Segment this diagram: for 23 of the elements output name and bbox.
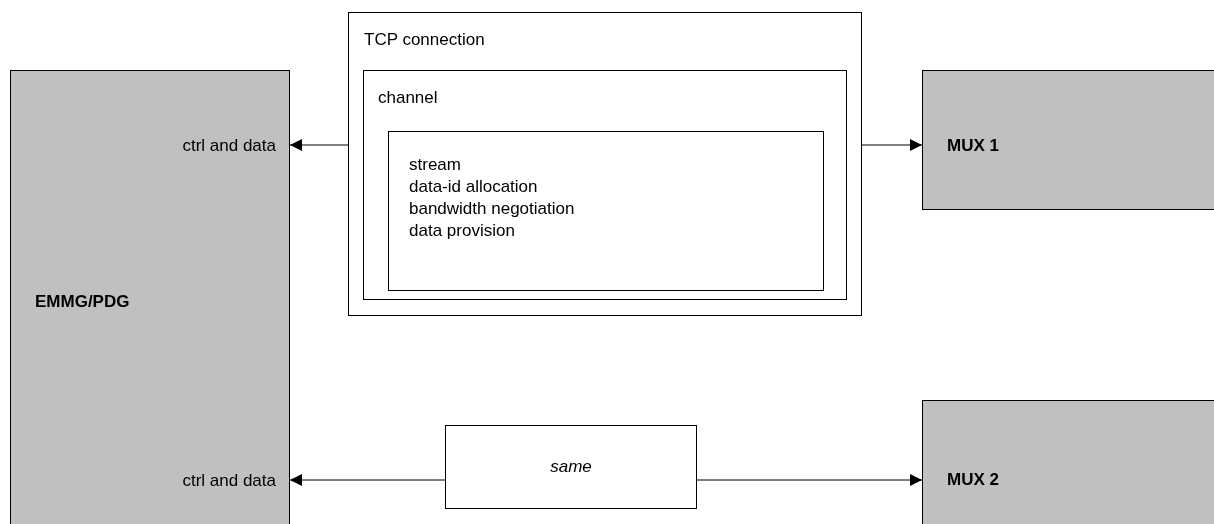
arrow bbox=[696, 474, 923, 486]
box-label: channel bbox=[378, 87, 438, 109]
channel-box bbox=[363, 70, 847, 300]
mux-box bbox=[922, 70, 1214, 210]
process-box bbox=[445, 425, 697, 509]
box-label: ctrl and data bbox=[181, 135, 276, 157]
arrow bbox=[289, 474, 446, 486]
list-item: bandwidth negotiation bbox=[409, 198, 575, 220]
list-item: data-id allocation bbox=[409, 176, 538, 198]
arrow bbox=[861, 139, 923, 151]
arrow bbox=[289, 139, 349, 151]
box-label: same bbox=[549, 456, 593, 478]
list-item: stream bbox=[409, 154, 461, 176]
connection-box bbox=[348, 12, 862, 316]
list-item: data provision bbox=[409, 220, 515, 242]
box-label: ctrl and data bbox=[181, 470, 276, 492]
stream-box bbox=[388, 131, 824, 291]
box-label: TCP connection bbox=[364, 29, 485, 51]
box-title: MUX 1 bbox=[947, 135, 999, 157]
system-box bbox=[10, 70, 290, 524]
box-title: MUX 2 bbox=[947, 469, 999, 491]
mux-box bbox=[922, 400, 1214, 524]
box-title: EMMG/PDG bbox=[35, 291, 130, 313]
